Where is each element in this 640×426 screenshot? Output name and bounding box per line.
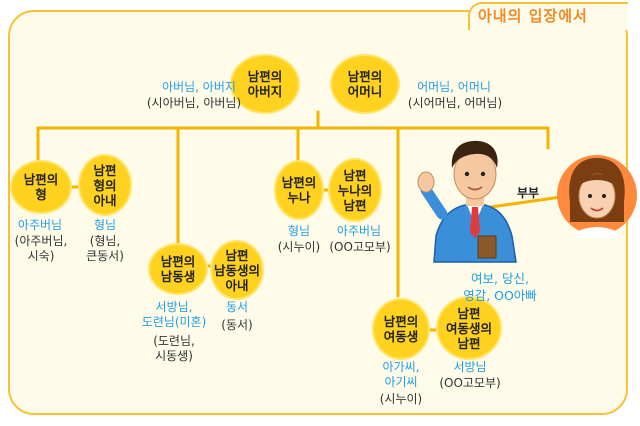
husband-illustration bbox=[417, 140, 517, 263]
node-elder-sister-husband: 남편 누나의 남편 bbox=[330, 160, 380, 220]
title-tab bbox=[468, 2, 628, 30]
term-younger-brother-wife-main: 동서 bbox=[225, 300, 249, 314]
term-father-alt: (시아버님, 아버님) bbox=[146, 96, 242, 110]
couple-label: 부부 bbox=[516, 186, 540, 200]
term-elder-sister-husband-alt: (OO고모부) bbox=[329, 240, 391, 254]
term-spouse: 여보, 당신, 영감, OO아빠 bbox=[463, 271, 537, 303]
node-husband-younger-sister: 남편의 여동생 bbox=[374, 300, 428, 358]
node-younger-brother-wife: 남편 남동생의 아내 bbox=[212, 242, 262, 298]
term-younger-sister-husband-main: 서방님 bbox=[453, 360, 487, 374]
node-husband-father: 남편의 아버지 bbox=[232, 56, 298, 112]
term-younger-sister-husband-alt: (OO고모부) bbox=[439, 376, 501, 390]
term-younger-brother-main: 서방님, 도련님(미혼) bbox=[141, 300, 207, 329]
term-elder-brother-alt: (아주버님, 시숙) bbox=[14, 234, 68, 263]
couple-line bbox=[482, 194, 570, 210]
wife-illustration bbox=[557, 155, 637, 238]
term-younger-brother-alt: (도련님, 시동생) bbox=[153, 334, 195, 363]
node-younger-sister-husband: 남편 여동생의 남편 bbox=[438, 298, 500, 358]
term-elder-brother-wife-alt: (형님, 큰동서) bbox=[86, 234, 124, 263]
diagram-title: 아내의 입장에서 bbox=[478, 7, 588, 25]
term-mother-main: 어머님, 어머니 bbox=[417, 80, 491, 94]
term-elder-sister-main: 형님 bbox=[287, 224, 311, 238]
term-mother-alt: (시어머님, 어머님) bbox=[407, 96, 503, 110]
node-elder-brother-wife: 남편 형의 아내 bbox=[80, 156, 130, 214]
term-elder-brother-wife-main: 형님 bbox=[93, 218, 117, 232]
term-younger-sister-main: 아가씨, 아기씨 bbox=[382, 360, 420, 389]
node-husband-elder-sister: 남편의 누나 bbox=[276, 162, 322, 218]
term-younger-sister-alt: (시누이) bbox=[379, 392, 423, 406]
node-husband-mother: 남편의 어머니 bbox=[332, 56, 398, 112]
node-husband-elder-brother: 남편의 형 bbox=[12, 162, 70, 212]
term-elder-brother-main: 아주버님 bbox=[17, 218, 63, 232]
term-elder-sister-alt: (시누이) bbox=[277, 240, 321, 254]
term-younger-brother-wife-alt: (동서) bbox=[221, 318, 253, 332]
term-elder-sister-husband-main: 아주버님 bbox=[336, 224, 382, 238]
term-father-main: 아버님, 아버지 bbox=[162, 80, 236, 94]
node-husband-younger-brother: 남편의 남동생 bbox=[150, 245, 206, 293]
